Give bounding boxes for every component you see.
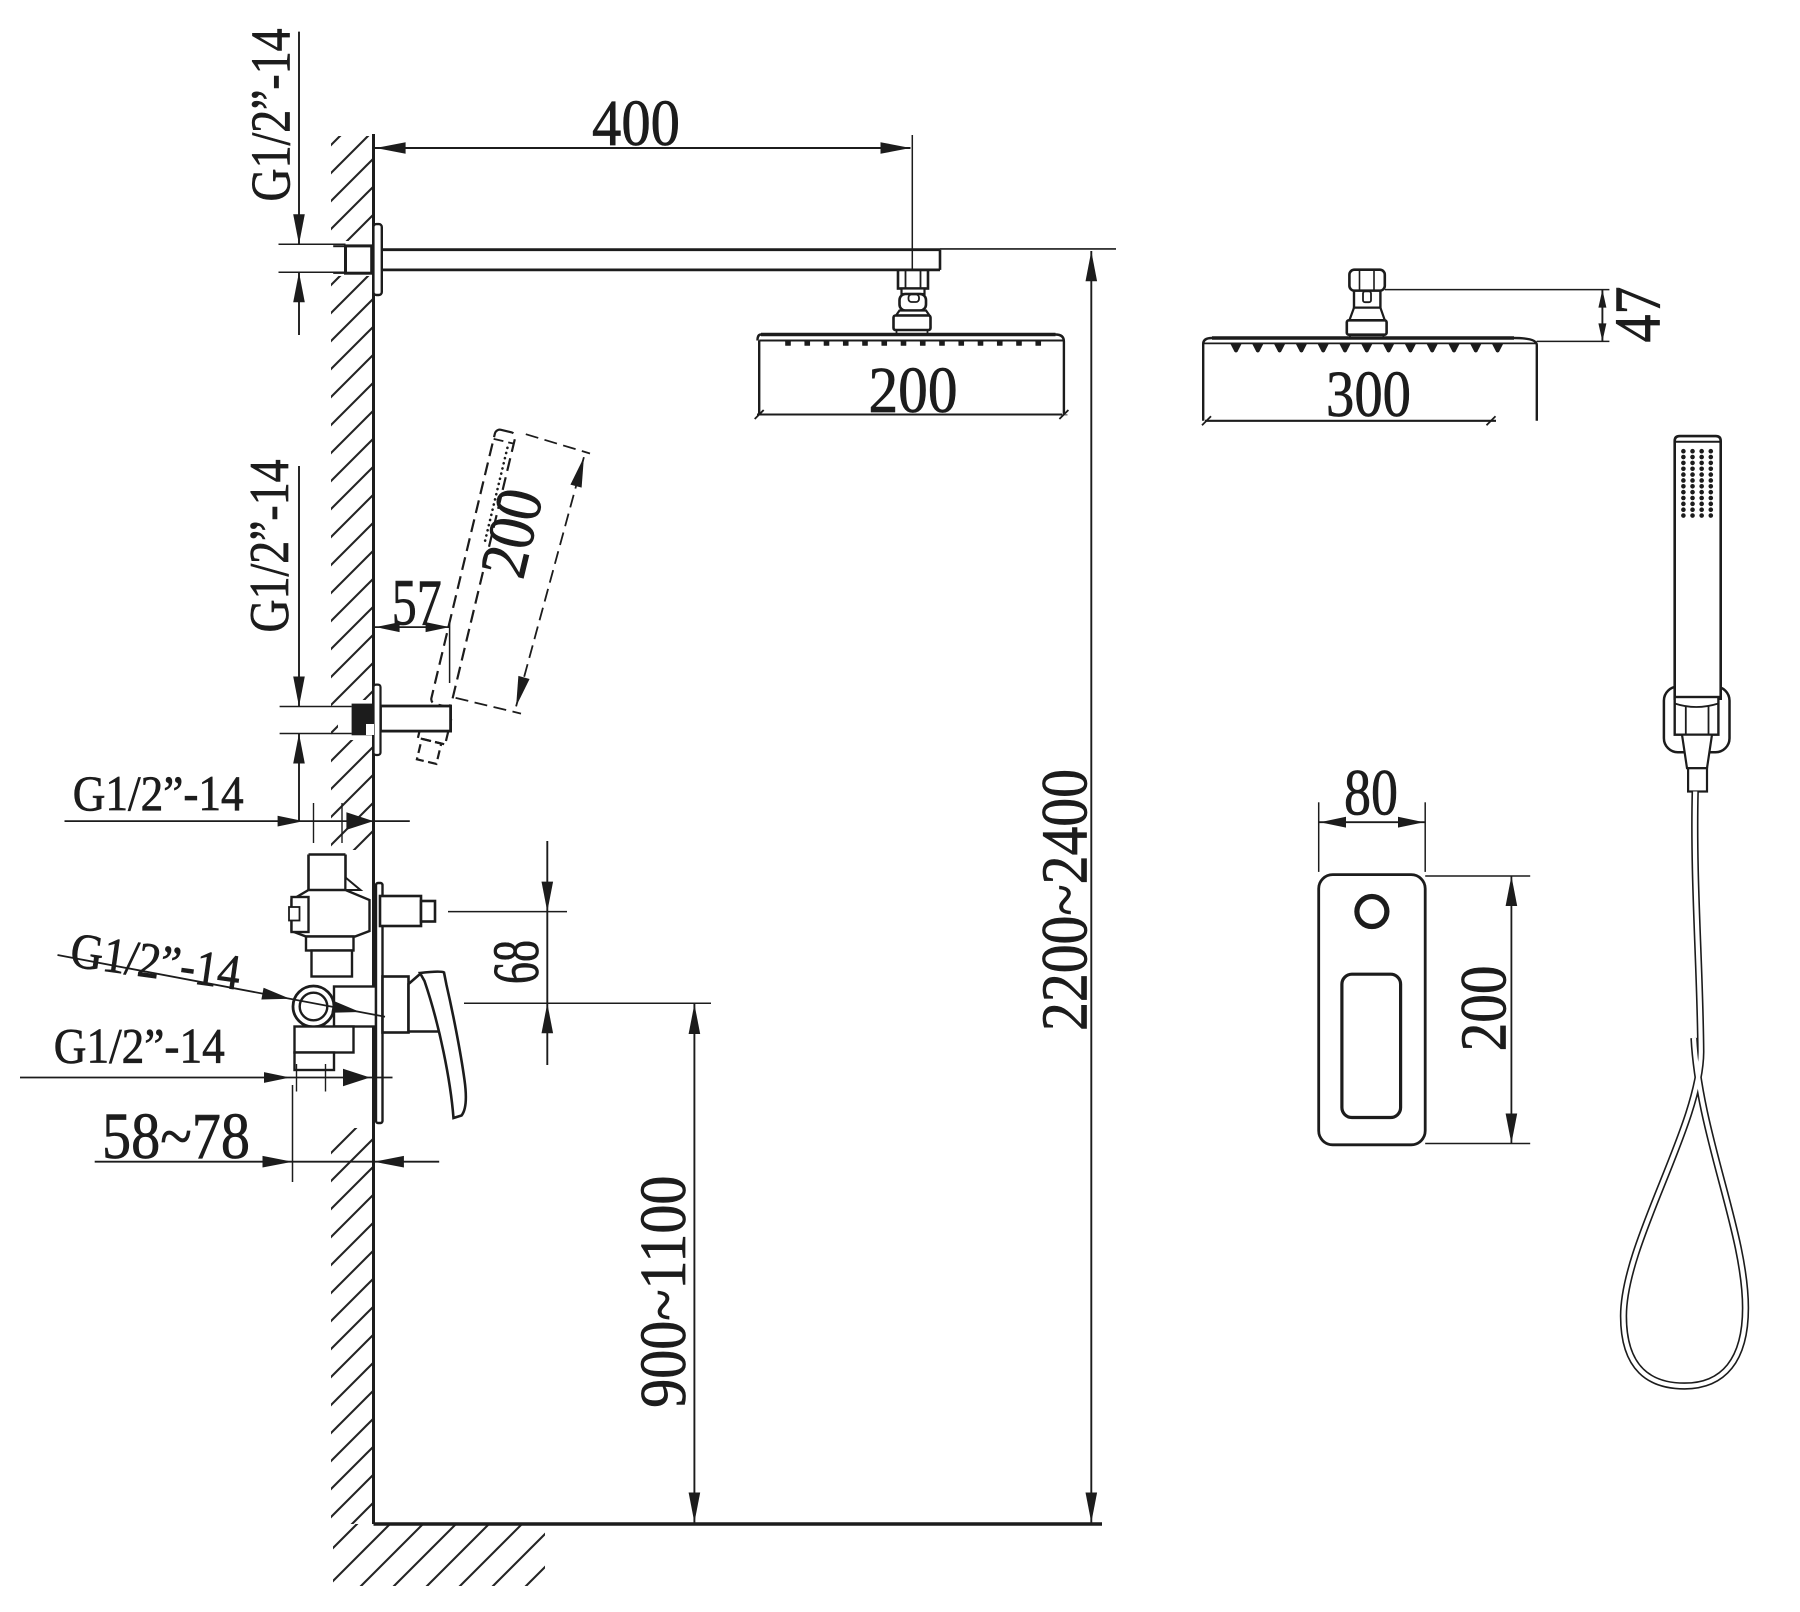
svg-text:G1/2”-14: G1/2”-14	[241, 29, 303, 202]
svg-text:2200~2400: 2200~2400	[1028, 769, 1101, 1031]
svg-text:80: 80	[1344, 757, 1398, 830]
svg-text:300: 300	[1326, 358, 1411, 431]
svg-text:G1/2”-14: G1/2”-14	[239, 460, 301, 633]
svg-text:47: 47	[1601, 287, 1674, 343]
svg-text:200: 200	[869, 354, 958, 427]
svg-text:G1/2”-14: G1/2”-14	[54, 1018, 225, 1074]
svg-text:58~78: 58~78	[102, 1100, 250, 1173]
svg-text:400: 400	[592, 87, 680, 160]
svg-text:200: 200	[1448, 965, 1521, 1051]
svg-text:57: 57	[392, 567, 442, 640]
svg-text:G1/2”-14: G1/2”-14	[73, 765, 244, 821]
svg-text:900~1100: 900~1100	[627, 1176, 700, 1408]
svg-text:68: 68	[480, 940, 553, 984]
